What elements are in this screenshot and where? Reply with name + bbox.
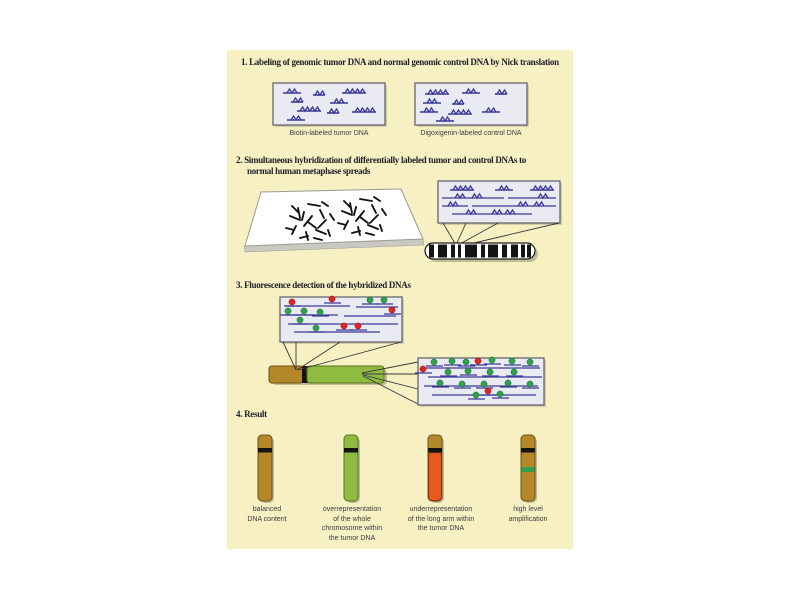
step1-heading: 1. Labeling of genomic tumor DNA and nor… bbox=[241, 57, 559, 67]
result-label-underrepresentation: underrepresentation of the long arm with… bbox=[407, 506, 475, 532]
zoom-connector-lines bbox=[282, 341, 419, 405]
step2-heading: 2. Simultaneous hybridization of differe… bbox=[236, 155, 526, 176]
tumor-dna-box bbox=[272, 82, 387, 127]
result-chromosome-balanced bbox=[257, 434, 274, 503]
hybridization-zoom-box bbox=[437, 180, 562, 225]
hybridized-chromosome bbox=[268, 365, 387, 385]
result-label-overrepresentation: overrepresentation of the whole chromoso… bbox=[321, 506, 383, 542]
result-label-amplification: high level amplification bbox=[508, 506, 548, 523]
result-label-balanced: balanced DNA content bbox=[247, 506, 287, 523]
step3-heading: 3. Fluorescence detection of the hybridi… bbox=[236, 280, 411, 290]
fluorescence-zoom-box-balanced bbox=[279, 295, 404, 344]
fluorescence-zoom-box-overrepresented bbox=[414, 356, 546, 407]
result-chromosome-overrepresentation bbox=[343, 434, 360, 503]
result-chromosome-amplification bbox=[520, 434, 537, 503]
metaphase-slide bbox=[243, 188, 425, 253]
control-dna-box bbox=[414, 82, 529, 127]
zoom-connector-lines bbox=[442, 222, 560, 247]
banded-chromosome bbox=[424, 242, 538, 262]
step4-heading: 4. Result bbox=[236, 409, 267, 419]
biotin-label: Biotin-labeled tumor DNA bbox=[289, 130, 369, 137]
result-chromosome-underrepresentation bbox=[427, 434, 444, 503]
digoxigenin-label: Digoxigenin-labeled control DNA bbox=[420, 130, 522, 137]
